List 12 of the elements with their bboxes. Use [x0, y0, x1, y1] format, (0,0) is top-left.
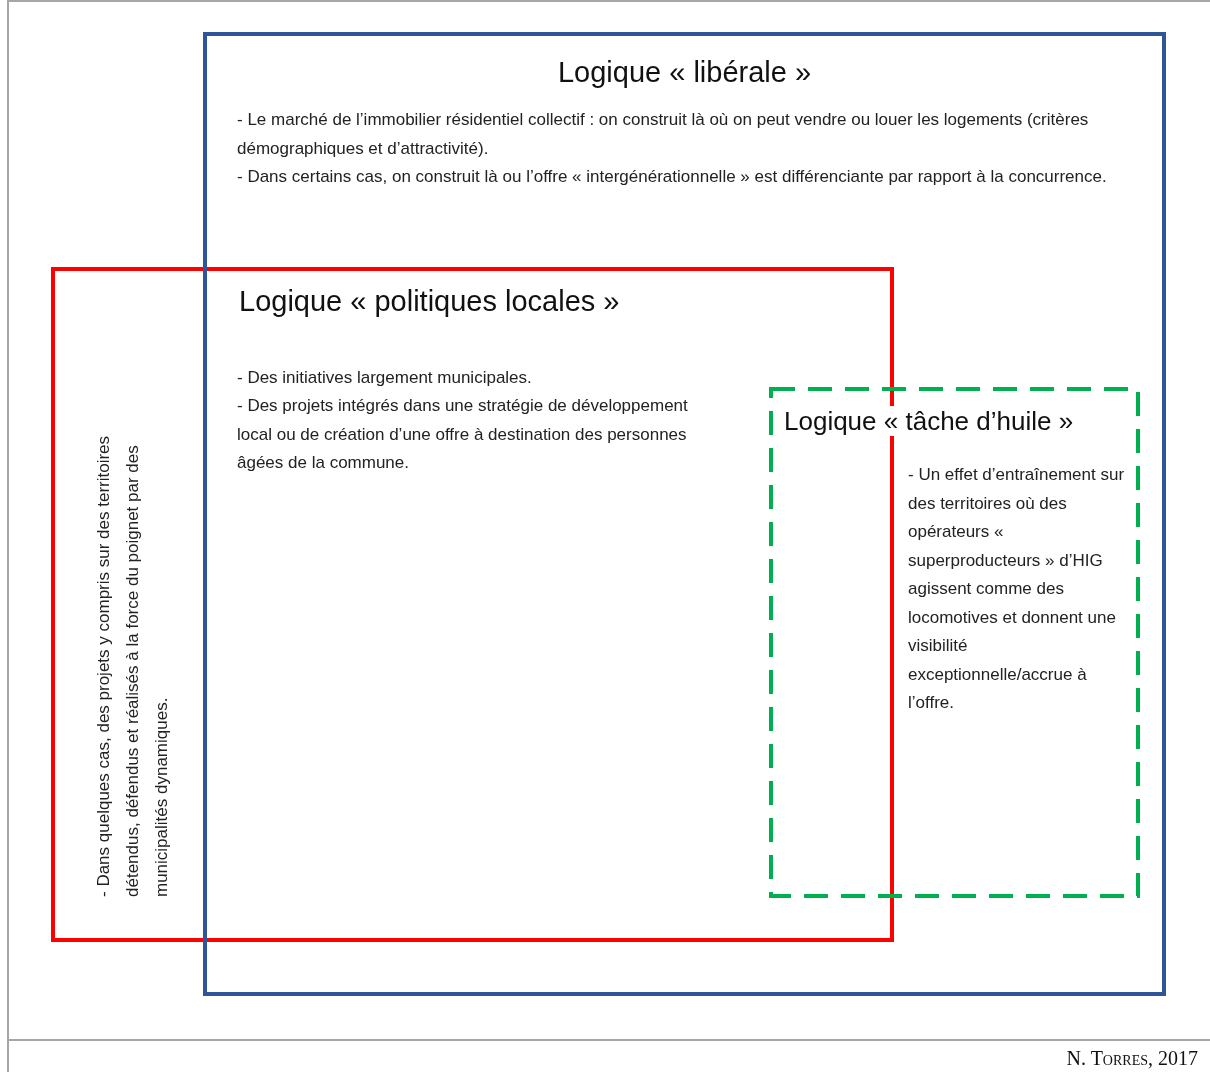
body-text: - Des initiatives largement municipales. — [237, 367, 533, 389]
vertical-text: - Dans quelques cas, des projets y compris sur des territoires détendus, défendus et réalisés à la force du poignet par des municipalités dynamiques. — [93, 434, 172, 897]
frame-box — [203, 32, 1166, 996]
box-title: Logique « politiques locales » — [239, 284, 621, 319]
body-text: - Dans certains cas, on construit là ou l’offre « intergénérationnelle » est différenciante par rapport à la concurrence. — [237, 166, 1108, 188]
body-text: - Des projets intégrés dans une stratégie de développement local ou de création d’une offre à destination des personnes âgées de la commune. — [237, 395, 689, 474]
box-title: Logique « libérale » — [556, 55, 813, 90]
credit-text: N. Torres, 2017 — [1066, 1046, 1198, 1071]
dashed-box — [769, 387, 1140, 898]
body-text: - Le marché de l’immobilier résidentiel collectif : on construit là où on peut vendre ou louer les logements (critères démographiques et d’attractivité). — [237, 109, 1090, 160]
box-title: Logique « tâche d’huile » — [784, 406, 1074, 436]
body-text: - Un effet d’entraînement sur des territoires où des opérateurs « superproducteurs » d’HIG agissent comme des locomotives et donnent une visibilité exceptionnelle/accrue à l’offre. — [908, 464, 1126, 714]
